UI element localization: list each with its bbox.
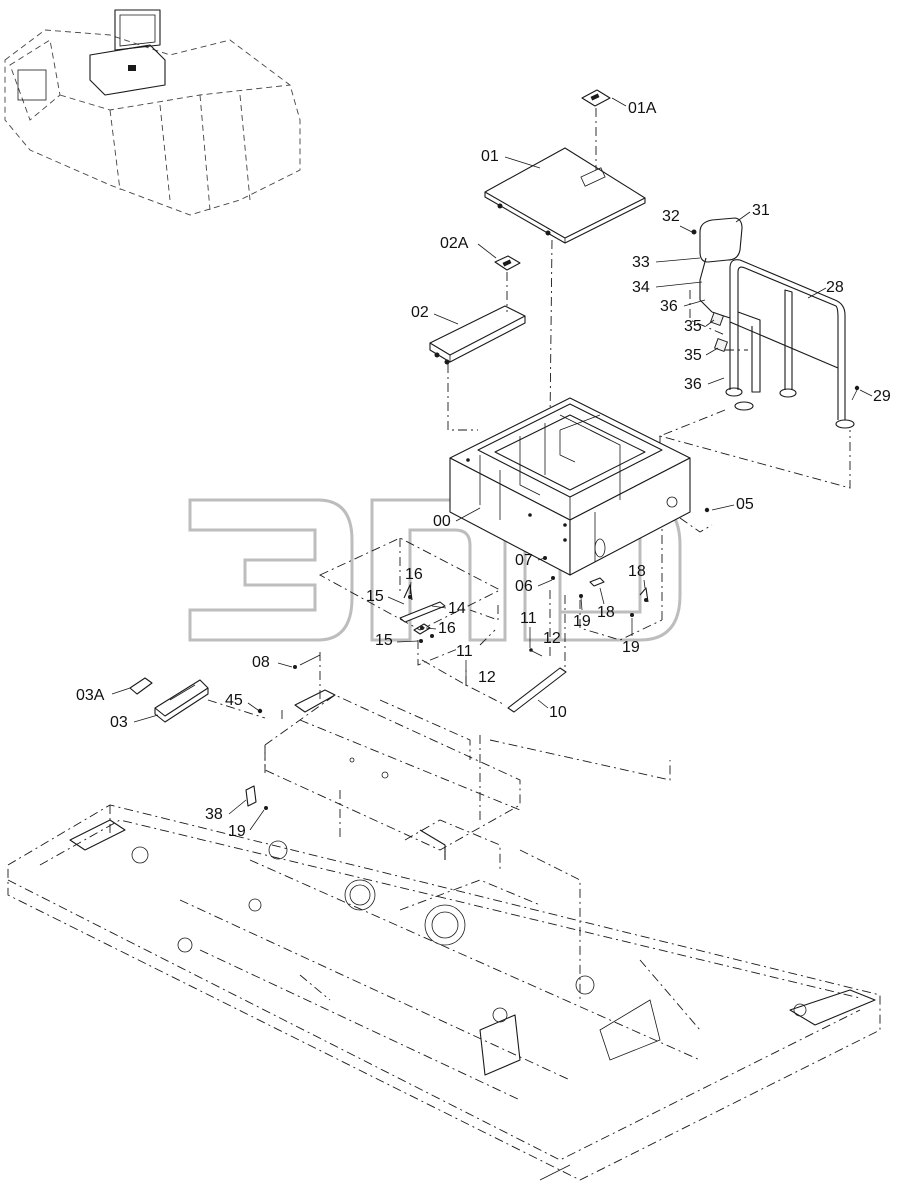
lower-cover-group [129,652,321,723]
part-label: 12 [478,669,496,686]
excavator-thumbnail [4,9,301,216]
part-label: 36 [684,376,702,393]
part-label: 06 [515,578,533,595]
part-label: 35 [684,347,702,364]
part-label: 45 [225,692,243,709]
top-cover-assembly [484,89,646,421]
part-label: 11 [520,610,537,627]
upper-frame [264,689,671,870]
main-box-00 [449,397,713,580]
part-label: 15 [375,632,393,649]
part-label: 19 [228,823,246,840]
part-label: 36 [660,298,678,315]
part-label: 18 [597,604,615,621]
part-label: 28 [826,279,844,296]
part-label: 11 [456,643,473,660]
part-label: 16 [405,566,423,583]
part-label: 38 [205,806,223,823]
part-label: 02A [440,235,469,252]
part-label: 02 [411,304,429,321]
part-label: 29 [873,388,891,405]
part-label: 14 [448,600,466,617]
panel-assembly-02 [429,255,526,431]
part-label: 03 [110,714,128,731]
part-label: 34 [632,279,650,296]
cover-03A [129,677,153,695]
part-label: 10 [549,704,567,721]
mirror-31 [699,217,743,263]
part-label: 01 [481,148,499,165]
watermark-glyph-3 [188,498,354,642]
part-label: 16 [438,620,456,637]
part-label: 31 [752,202,770,219]
part-label: 12 [543,630,561,647]
bracket-group [319,525,663,666]
part-label: 15 [366,588,384,605]
part-label: 32 [662,208,680,225]
handrail-28 [729,259,846,420]
part-label: 18 [628,563,646,580]
box-front-right [569,457,691,576]
part-label: 19 [622,639,640,656]
small-bracket-38 [245,785,268,810]
part-label: 00 [433,513,451,530]
part-label: 33 [632,254,650,271]
part-labels: 01A 01 02A 02 32 31 33 34 28 36 35 35 36… [76,97,891,840]
part-label: 35 [684,318,702,335]
part-label: 03A [76,687,105,704]
bar-assembly-10 [421,590,567,713]
part-label: 05 [736,496,754,513]
part-label: 19 [573,613,591,630]
bar-10 [507,667,567,713]
base-frame [7,804,881,1181]
bracket-14 [399,601,446,623]
part-label: 07 [515,552,533,569]
part-label: 08 [252,654,270,671]
base-frame-outline [7,804,881,1181]
cover-plate-01 [484,147,646,239]
part-label: 01A [628,100,657,117]
